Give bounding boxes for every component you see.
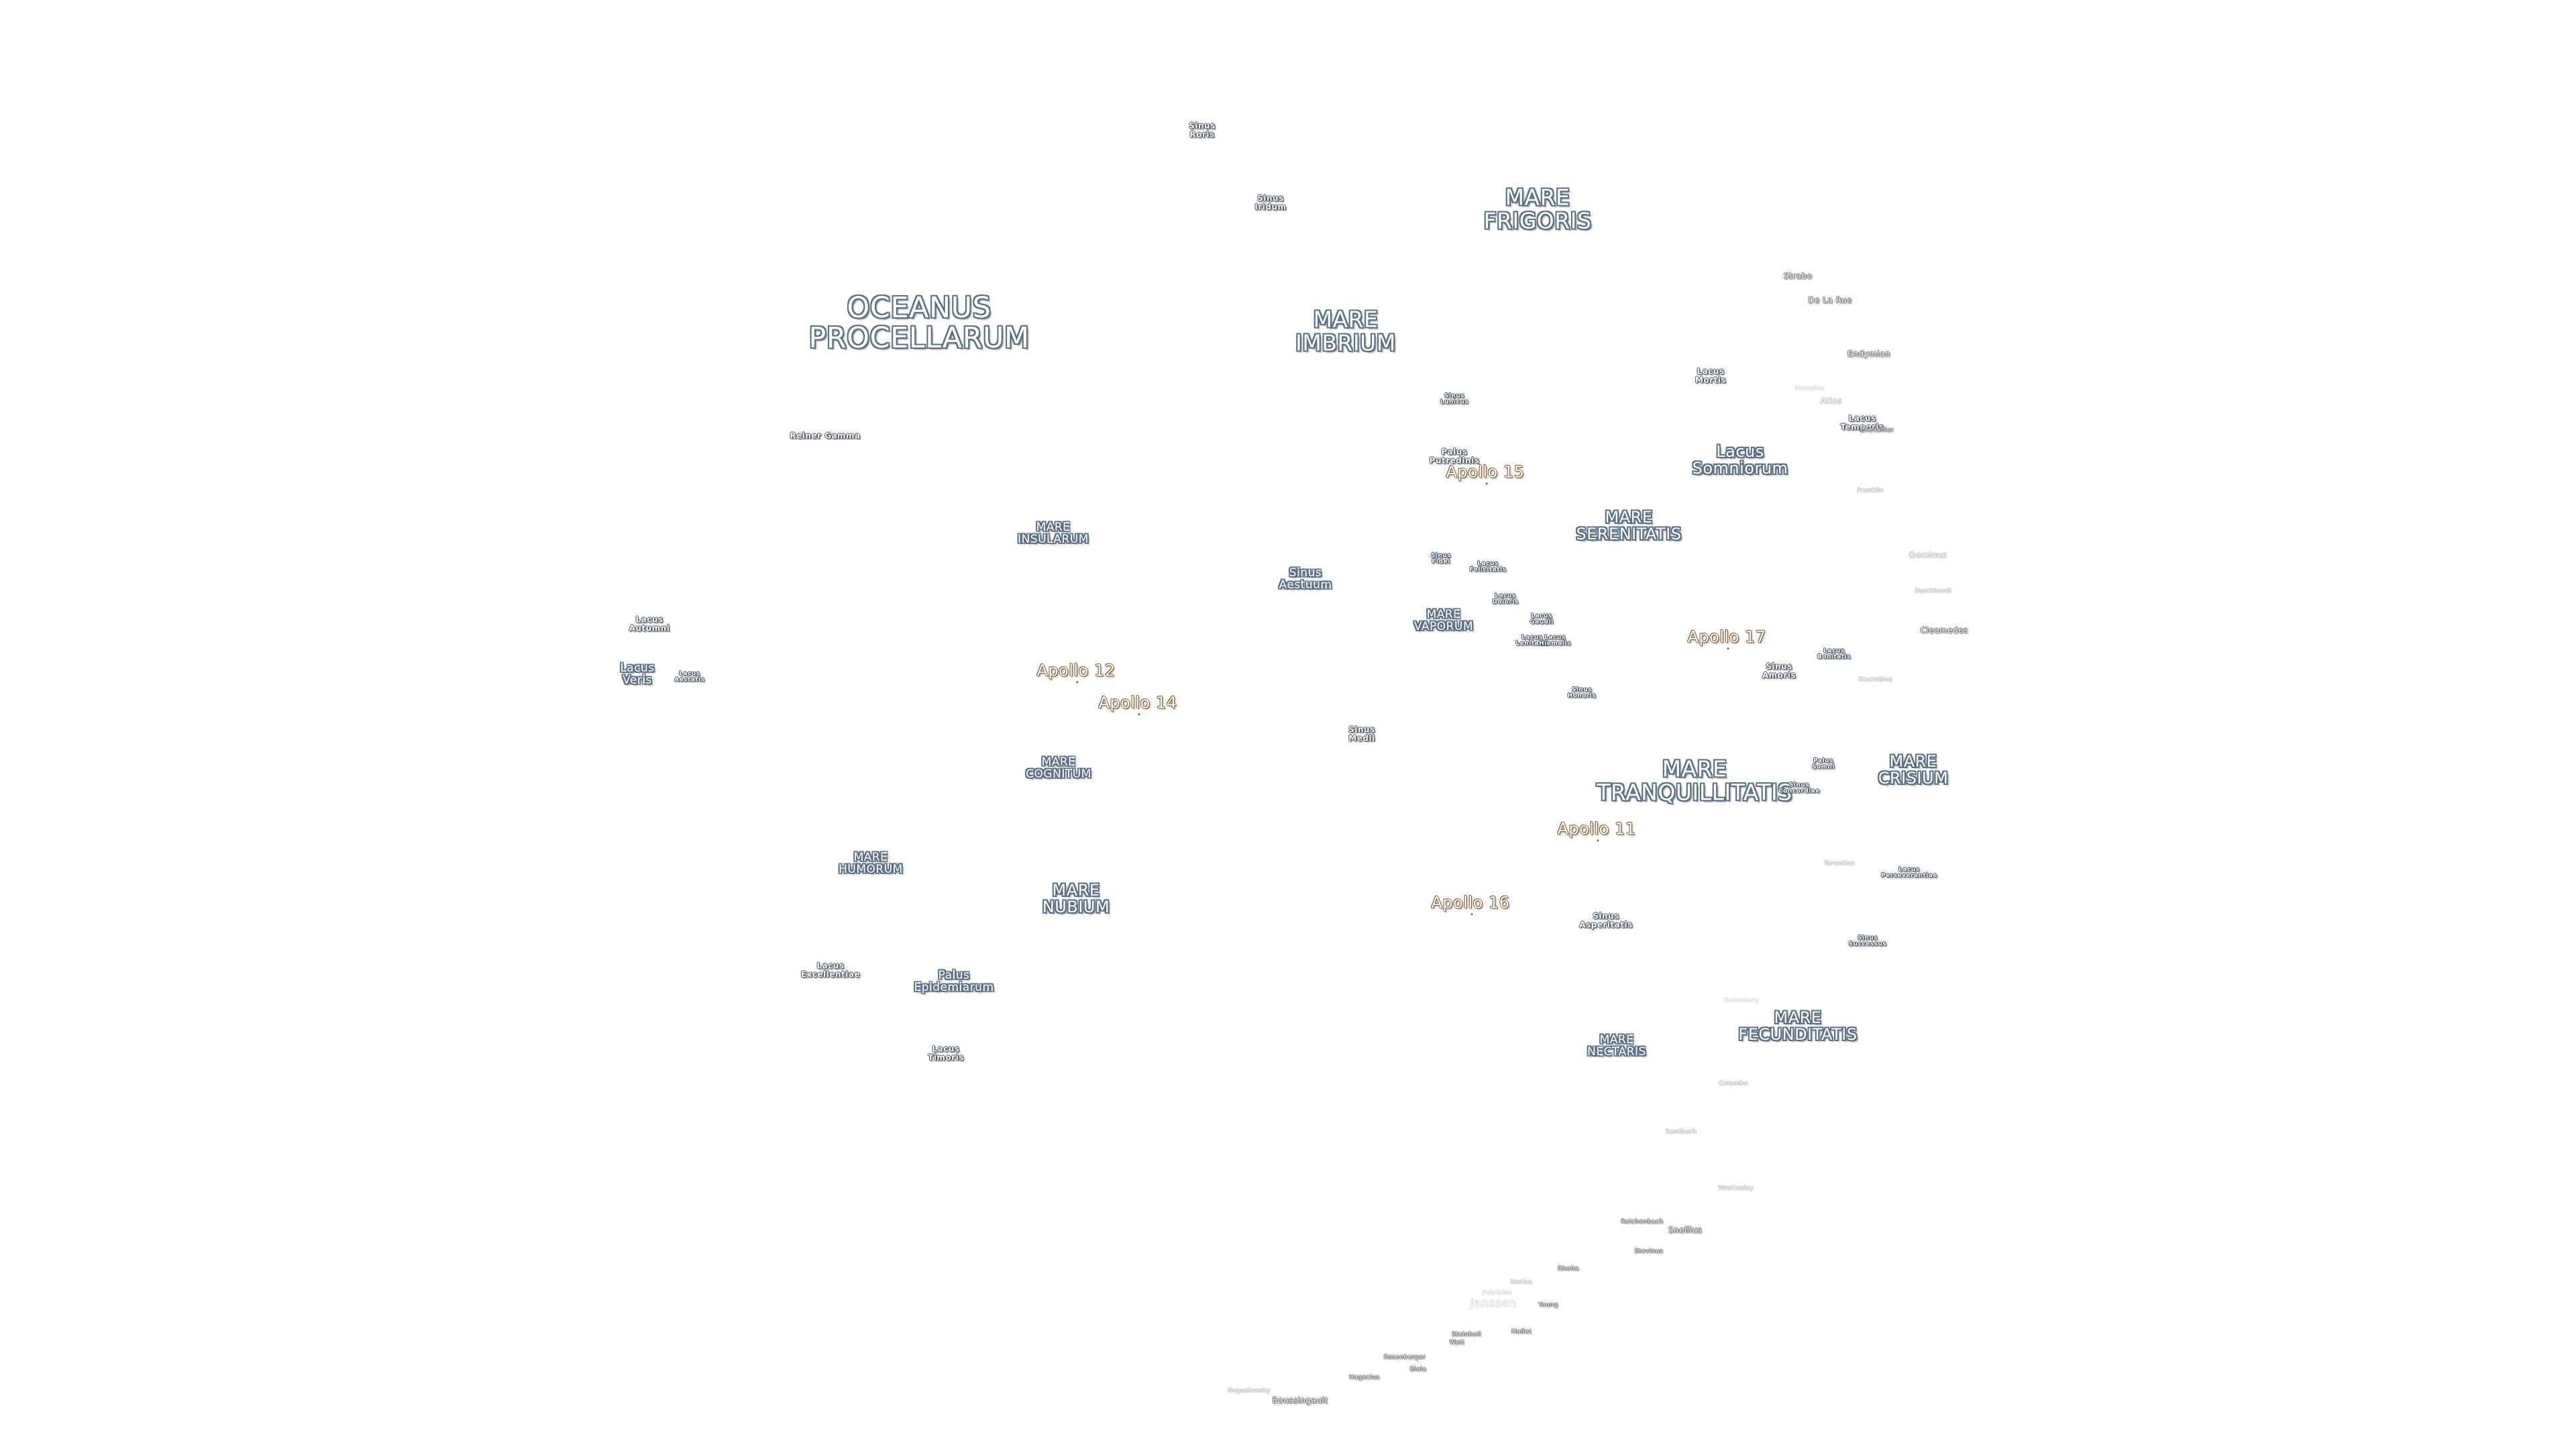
lacus-bonitatis-label: Lacus Bonitatis: [1817, 647, 1851, 661]
strabo-label: Strabo: [1783, 271, 1813, 281]
metius-label: Metius: [1510, 1279, 1533, 1286]
lacus-timoris-label: Lacus Timoris: [928, 1044, 964, 1062]
reichenbach-label: Reichenbach: [1621, 1218, 1664, 1226]
rheita-label: Rheita: [1557, 1265, 1580, 1273]
mallet-label: Mallet: [1511, 1328, 1532, 1336]
lacus-doloris-label: Lacus Doloris: [1492, 592, 1519, 606]
fabricius-label: Fabricius: [1482, 1289, 1513, 1297]
mare-vaporum-label: MARE VAPORUM: [1413, 608, 1474, 633]
apollo-17-label: Apollo 17: [1687, 627, 1766, 650]
lacus-autumni-label: Lacus Autumni: [629, 614, 670, 633]
hercules-label: Hercules: [1795, 385, 1825, 392]
mare-nubium-label: MARE NUBIUM: [1042, 880, 1110, 916]
apollo-14-label: Apollo 14: [1098, 693, 1177, 716]
burckhardt-label: Burckhardt: [1915, 588, 1952, 595]
cleomedes-label: Cleomedes: [1920, 625, 1968, 635]
lacus-hiemalis-label: Lacus Hiemalis: [1539, 634, 1571, 647]
palus-putredinis-label: Palus Putredinis: [1429, 447, 1480, 465]
oceanus-procellarum-label: OCEANUS PROCELLARUM: [808, 290, 1030, 355]
sinus-concordiae-label: Sinus Concordiae: [1778, 782, 1820, 795]
sinus-medii-label: Sinus Medii: [1348, 724, 1375, 743]
hagecius-label: Hagecius: [1349, 1374, 1380, 1381]
sinus-lunicus-label: Sinus Lunicus: [1440, 392, 1469, 406]
mare-nectaris-label: MARE NECTARIS: [1587, 1033, 1646, 1059]
lacus-veris-label: Lacus Veris: [620, 661, 655, 687]
sinus-successus-label: Sinus Successus: [1848, 934, 1887, 948]
lacus-felicitatis-label: Lacus Felicitatis: [1469, 560, 1507, 574]
boussingault-label: Boussingault: [1272, 1395, 1328, 1405]
apollo-12-label: Apollo 12: [1036, 661, 1116, 684]
palus-somni-label: Palus Somni: [1811, 757, 1835, 771]
gutenberg-label: Gutenberg: [1723, 997, 1760, 1004]
mare-fecunditatis-label: MARE FECUNDITATIS: [1738, 1008, 1858, 1044]
lacus-somniorum-label: Lacus Somniorum: [1692, 441, 1788, 478]
mare-imbrium-label: MARE IMBRIUM: [1295, 306, 1396, 356]
sinus-aestuum-label: Sinus Aestuum: [1279, 566, 1332, 592]
sinus-fidei-label: Sinus Fidei: [1430, 552, 1452, 566]
lacus-lenitatis-label: Lacus Lenitatis: [1515, 634, 1549, 647]
sinus-asperitatis-label: Sinus Asperitatis: [1579, 911, 1633, 929]
janssen-label: Janssen: [1470, 1297, 1517, 1311]
mare-insularum-label: MARE INSULARUM: [1018, 521, 1089, 546]
stevinus-label: Stevinus: [1634, 1248, 1664, 1255]
mare-cognitum-label: MARE COGNITUM: [1026, 755, 1091, 781]
lacus-aestatis-label: Lacus Aestatis: [674, 670, 705, 684]
geminus-label: Geminus: [1909, 550, 1947, 560]
macrobius-label: Macrobius: [1858, 676, 1893, 684]
lacus-excellentiae-label: Lacus Excellentiae: [800, 961, 861, 979]
snellius-label: Snellius: [1668, 1225, 1703, 1235]
lacus-perseverantiae-label: Lacus Perseverantiae: [1880, 866, 1938, 879]
de-la-rue-label: De La Rue: [1808, 295, 1852, 305]
chevallier-label: Chevallier: [1860, 427, 1894, 434]
lacus-temporis-label: Lacus Temporis: [1840, 413, 1884, 431]
apollo-15-label: Apollo 15: [1446, 462, 1525, 485]
watt-label: Watt: [1449, 1339, 1465, 1346]
santbech-label: Santbech: [1665, 1128, 1697, 1136]
mare-tranquillitatis-label: MARE TRANQUILLITATIS: [1597, 755, 1792, 805]
mare-crisium-label: MARE CRISIUM: [1878, 751, 1949, 788]
reiner-gamma-label: Reiner Gamma: [790, 431, 861, 441]
colombo-label: Colombo: [1719, 1080, 1748, 1087]
steinheil-label: Steinheil: [1452, 1331, 1481, 1338]
apollo-16-label: Apollo 16: [1431, 893, 1510, 916]
mare-frigoris-label: MARE FRIGORIS: [1483, 184, 1592, 233]
mare-humorum-label: MARE HUMORUM: [839, 851, 903, 876]
sinus-amoris-label: Sinus Amoris: [1762, 661, 1796, 680]
endymion-label: Endymion: [1847, 349, 1890, 359]
sinus-iridum-label: Sinus Iridum: [1254, 193, 1287, 211]
lacus-mortis-label: Lacus Mortis: [1695, 366, 1727, 384]
palus-epidemiarum-label: Palus Epidemiarum: [914, 969, 994, 994]
taruntius-label: Taruntius: [1824, 860, 1855, 867]
mare-serenitatis-label: MARE SERENITATIS: [1576, 507, 1682, 543]
wrottesley-label: Wrottesley: [1718, 1185, 1754, 1192]
lacus-gaudii-label: Lacus Gaudii: [1529, 612, 1554, 626]
atlas-label: Atlas: [1820, 396, 1843, 406]
biela-label: Biela: [1409, 1366, 1427, 1373]
apollo-11-label: Apollo 11: [1557, 819, 1636, 842]
boguslawsky-label: Boguslawsky: [1228, 1387, 1271, 1395]
franklin-label: Franklin: [1857, 487, 1884, 494]
sinus-roris-label: Sinus Roris: [1189, 121, 1216, 139]
rosenberger-label: Rosenberger: [1383, 1354, 1426, 1361]
young-label: Young: [1538, 1301, 1558, 1309]
sinus-honoris-label: Sinus Honoris: [1567, 686, 1597, 700]
